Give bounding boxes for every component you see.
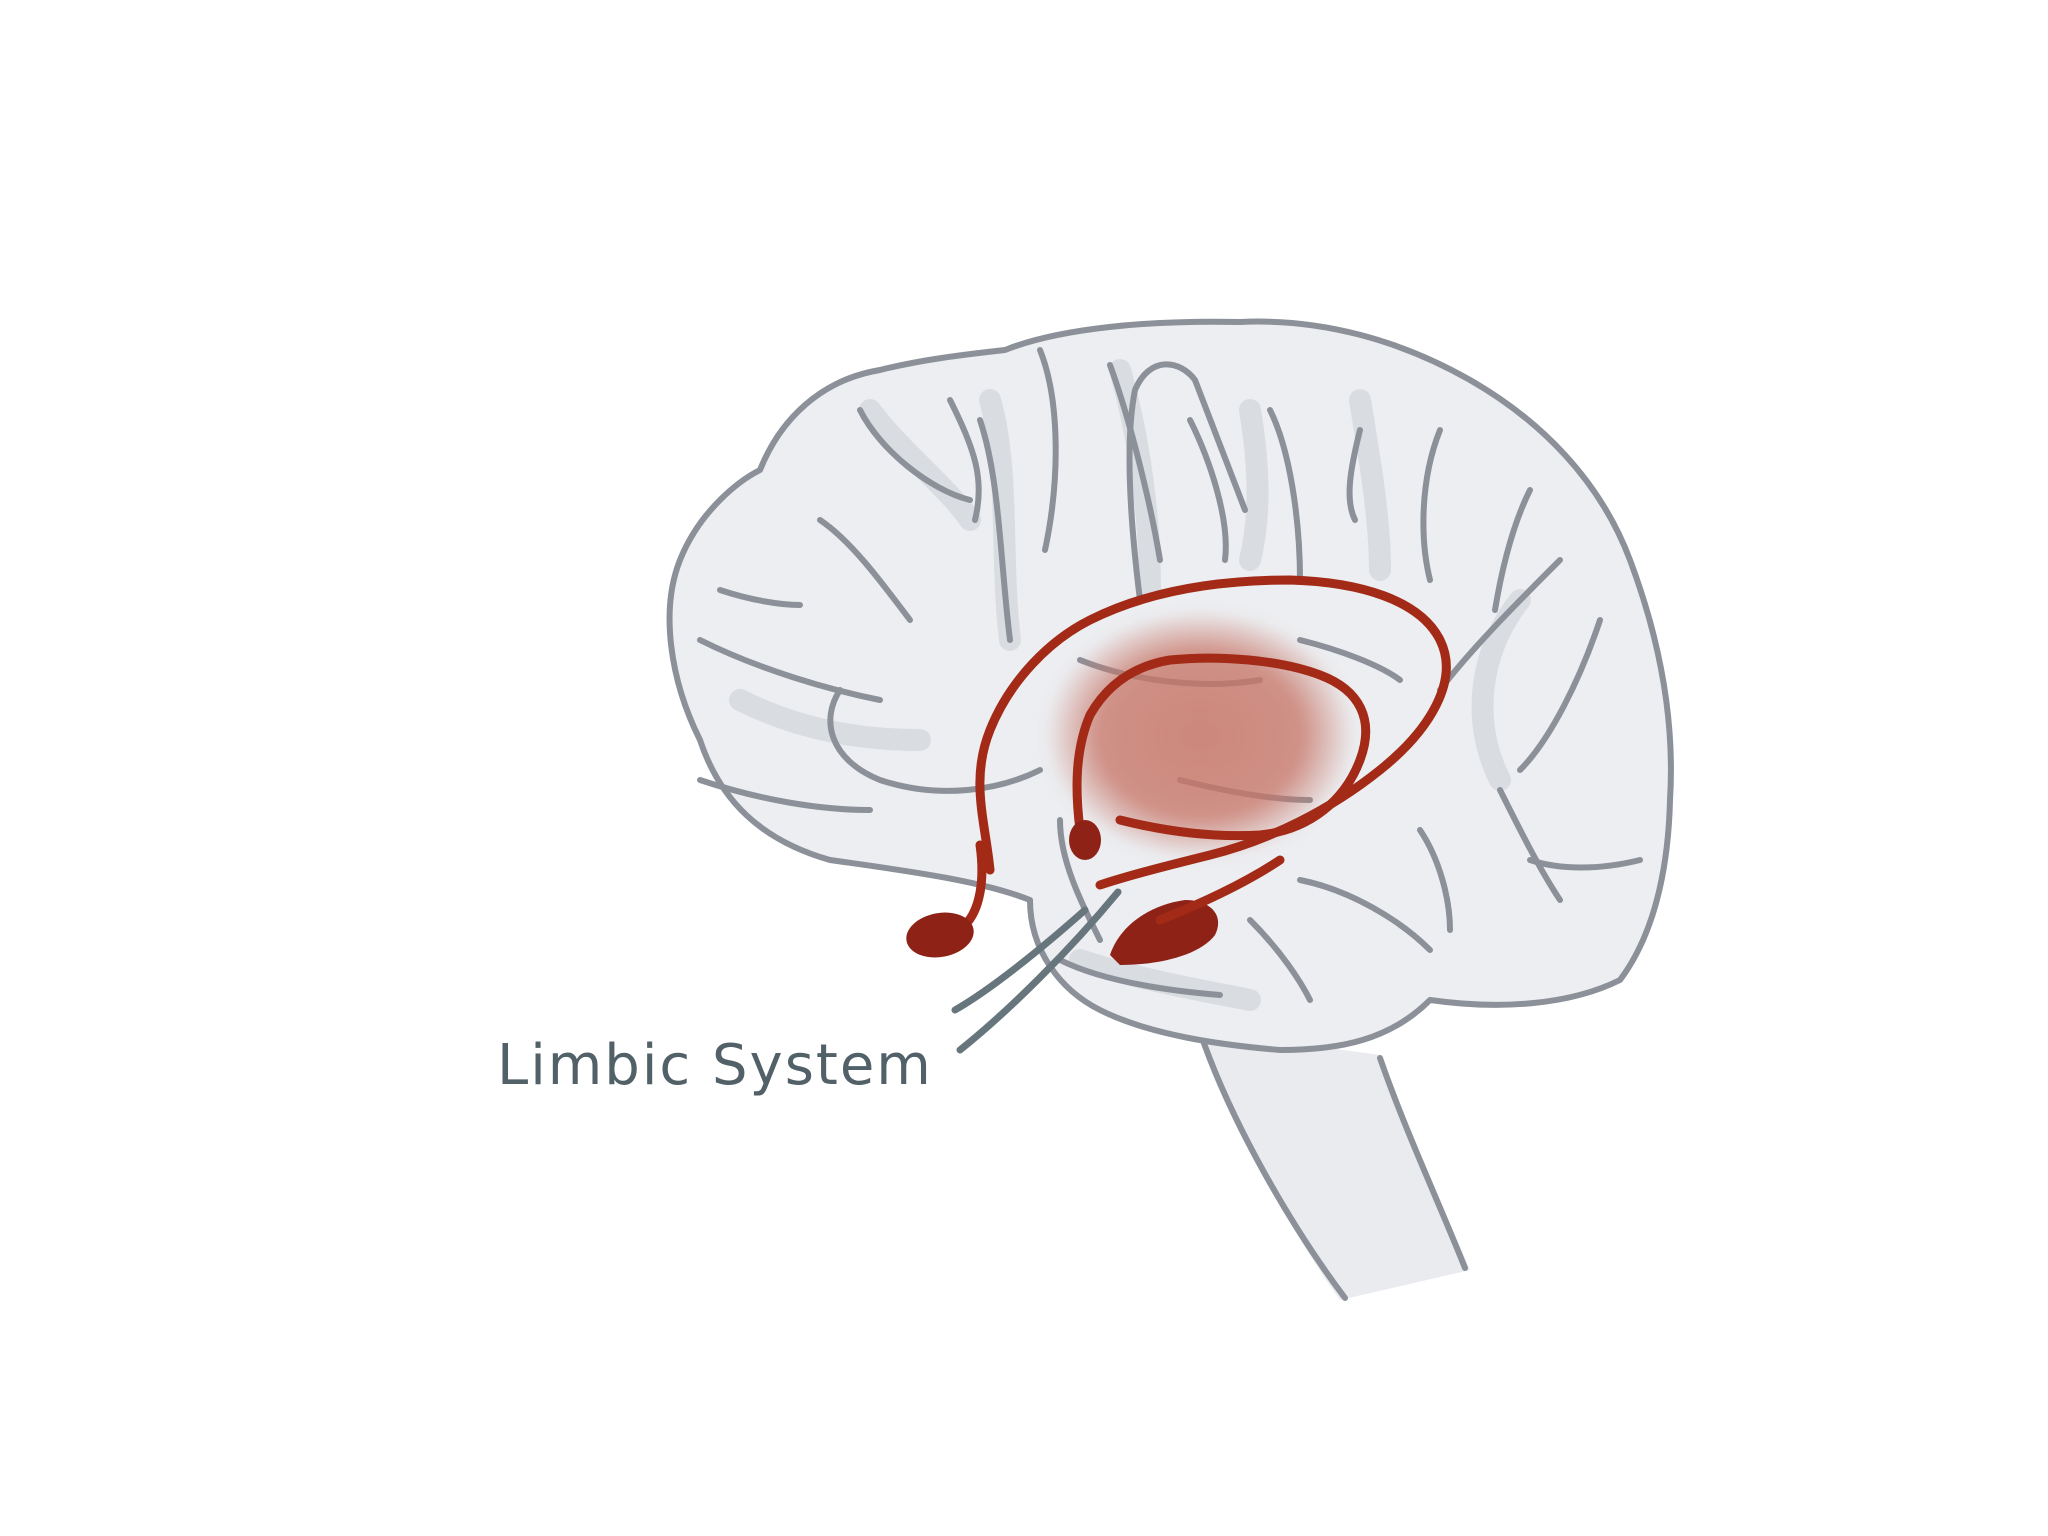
label-leader bbox=[951, 888, 1122, 1054]
limbic-glow bbox=[1045, 610, 1355, 860]
amygdala-small bbox=[1069, 820, 1101, 860]
limbic-structures bbox=[906, 575, 1451, 965]
hippocampus-blob bbox=[1110, 900, 1219, 965]
amygdala-left bbox=[906, 912, 974, 958]
brain-stem bbox=[1197, 1029, 1470, 1301]
limbic-system-label: Limbic System bbox=[497, 1033, 933, 1098]
